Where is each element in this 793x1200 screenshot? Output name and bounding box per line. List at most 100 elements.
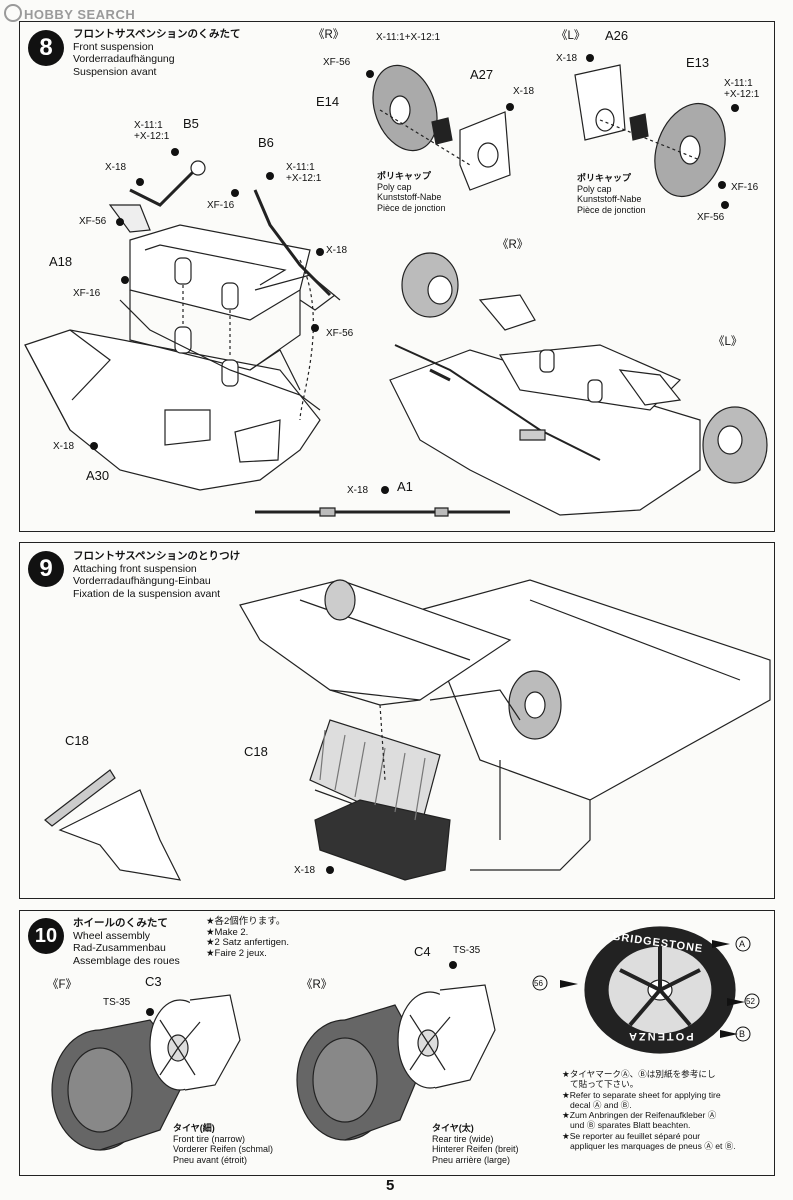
label-f-mark: 《F》	[47, 979, 78, 991]
decal-note-en1: ★Refer to separate sheet for applying ti…	[562, 1089, 721, 1100]
polycap-l-en: Poly cap	[577, 183, 612, 194]
polycap-l-fr: Pièce de jonction	[577, 204, 646, 215]
decal-marker-b: B	[739, 1029, 746, 1039]
step-8-badge: 8	[28, 30, 64, 66]
step-9-title-jp: フロントサスペンションのとりつけ	[73, 550, 241, 562]
make-2-de: ★2 Satz anfertigen.	[206, 937, 289, 948]
label-x18-a1: X-18	[347, 485, 369, 496]
front-tire-jp: タイヤ(細)	[173, 1123, 215, 1133]
step-10-panel	[19, 910, 775, 1176]
decal-note-fr1: ★Se reporter au feuillet séparé pour	[562, 1130, 701, 1141]
label-c3: C3	[145, 974, 162, 989]
label-xf16-a: XF-16	[207, 200, 235, 211]
label-c4: C4	[414, 944, 431, 959]
decal-note-en2: decal Ⓐ and Ⓑ.	[570, 1099, 632, 1110]
label-xf16-l: XF-16	[731, 182, 759, 193]
hobby-search-watermark: HOBBY SEARCH	[4, 4, 135, 22]
step-9-title-fr: Fixation de la suspension avant	[73, 587, 221, 600]
label-a1: A1	[397, 479, 413, 494]
make-2-en: ★Make 2.	[206, 926, 249, 938]
step-8-title-fr: Suspension avant	[73, 65, 157, 78]
step-10-title-de: Rad-Zusammenbau	[73, 942, 166, 954]
hobby-search-logo-icon	[4, 4, 22, 22]
label-r-mark-2: 《R》	[497, 239, 529, 251]
label-b5-mix: X-11:1 +X-12:1	[134, 120, 170, 142]
tire-brand-bottom: POTENZA	[627, 1030, 694, 1042]
label-b6-mix: X-11:1 +X-12:1	[286, 162, 322, 184]
rear-tire-de: Hinterer Reifen (breit)	[432, 1144, 519, 1154]
decal-note-fr2: appliquer les marquages de pneus Ⓐ et Ⓑ.	[570, 1141, 736, 1152]
step-9-badge: 9	[28, 551, 64, 587]
polycap-r-jp: ポリキャップ	[377, 171, 432, 181]
label-x18-a: X-18	[105, 162, 127, 173]
step-8-title-en: Front suspension	[73, 40, 154, 53]
label-x18-b: X-18	[326, 245, 348, 256]
label-r-mix: X-11:1+X-12:1	[376, 32, 441, 43]
label-x18-step9: X-18	[294, 865, 316, 876]
decal-note-jp1: ★タイヤマークⒶ、Ⓑは別紙を参考にし	[562, 1069, 716, 1079]
step-9-title-de: Vorderradaufhängung-Einbau	[73, 575, 211, 587]
label-xf56-b: XF-56	[326, 328, 354, 339]
step-8-panel	[19, 21, 775, 532]
front-tire-en: Front tire (narrow)	[173, 1133, 246, 1144]
polycap-r-de: Kunststoff-Nabe	[377, 192, 442, 202]
polycap-note-r: ポリキャップ Poly cap Kunststoff-Nabe Pièce de…	[377, 171, 446, 213]
step-8-title-de: Vorderradaufhängung	[73, 53, 175, 65]
label-x18-l: X-18	[556, 53, 578, 64]
decal-note-de2: und Ⓑ sparates Blatt beachten.	[570, 1120, 691, 1131]
polycap-r-fr: Pièce de jonction	[377, 202, 446, 213]
label-xf56-r: XF-56	[323, 57, 351, 68]
label-a30: A30	[86, 468, 110, 483]
step-9-title-en: Attaching front suspension	[73, 562, 197, 575]
make-2-fr: ★Faire 2 jeux.	[206, 947, 267, 959]
step-10-title-fr: Assemblage des roues	[73, 954, 180, 967]
decal-note-de1: ★Zum Anbringen der Reifenaufkleber Ⓐ	[562, 1110, 717, 1121]
watermark-text: HOBBY SEARCH	[24, 7, 136, 22]
label-x18-r: X-18	[513, 86, 535, 97]
label-a27: A27	[470, 67, 494, 82]
label-xf56-l: XF-56	[697, 212, 725, 223]
label-a26: A26	[605, 28, 629, 43]
label-xf16-b: XF-16	[73, 288, 101, 299]
polycap-l-de: Kunststoff-Nabe	[577, 194, 642, 204]
label-l-mark-2: 《L》	[713, 336, 743, 348]
decal-marker-a: A	[739, 939, 746, 949]
label-xf56-a: XF-56	[79, 216, 107, 227]
rear-tire-en: Rear tire (wide)	[432, 1133, 494, 1144]
front-tire-fr: Pneu avant (étroit)	[173, 1154, 248, 1165]
front-tire-de: Vorderer Reifen (schmal)	[173, 1144, 274, 1154]
label-r-mark: 《R》	[313, 29, 345, 41]
step-8-title-jp: フロントサスペンションのくみたて	[73, 28, 241, 40]
label-r-mark-10: 《R》	[301, 979, 333, 991]
front-tire-note: タイヤ(細) Front tire (narrow) Vorderer Reif…	[173, 1123, 273, 1165]
polycap-r-en: Poly cap	[377, 181, 412, 192]
step-8-header: フロントサスペンションのくみたて Front suspension Vorder…	[73, 28, 240, 78]
label-c18-a: C18	[65, 733, 89, 748]
label-l-mark: 《L》	[556, 30, 586, 42]
page-number: 5	[386, 1177, 395, 1194]
label-l-mix: X-11:1 +X-12:1	[724, 78, 760, 100]
step-9-header: フロントサスペンションのとりつけ Attaching front suspens…	[73, 550, 240, 600]
polycap-l-jp: ポリキャップ	[577, 173, 632, 183]
step-10-badge: 10	[28, 918, 64, 954]
polycap-note-l: ポリキャップ Poly cap Kunststoff-Nabe Pièce de…	[577, 173, 646, 215]
label-a18: A18	[49, 254, 73, 269]
label-e14: E14	[316, 94, 340, 109]
decal-note-jp2: て貼って下さい。	[570, 1079, 639, 1090]
make-2-note: ★各2個作ります。 ★Make 2. ★2 Satz anfertigen. ★…	[206, 916, 289, 959]
rear-tire-note: タイヤ(太) Rear tire (wide) Hinterer Reifen …	[432, 1123, 519, 1165]
label-e13: E13	[686, 55, 710, 70]
step-10-title-en: Wheel assembly	[73, 929, 151, 942]
label-ts35-f: TS-35	[103, 997, 131, 1008]
rear-tire-jp: タイヤ(太)	[432, 1123, 474, 1133]
label-b5: B5	[183, 116, 199, 131]
decal-marker-56: 56	[534, 979, 543, 988]
step-10-header: ホイールのくみたて Wheel assembly Rad-Zusammenbau…	[73, 917, 180, 967]
decal-marker-52: 52	[746, 997, 755, 1006]
label-c18-b: C18	[244, 744, 268, 759]
label-x18-c: X-18	[53, 441, 75, 452]
decal-note: ★タイヤマークⒶ、Ⓑは別紙を参考にし て貼って下さい。 ★Refer to se…	[562, 1069, 736, 1151]
